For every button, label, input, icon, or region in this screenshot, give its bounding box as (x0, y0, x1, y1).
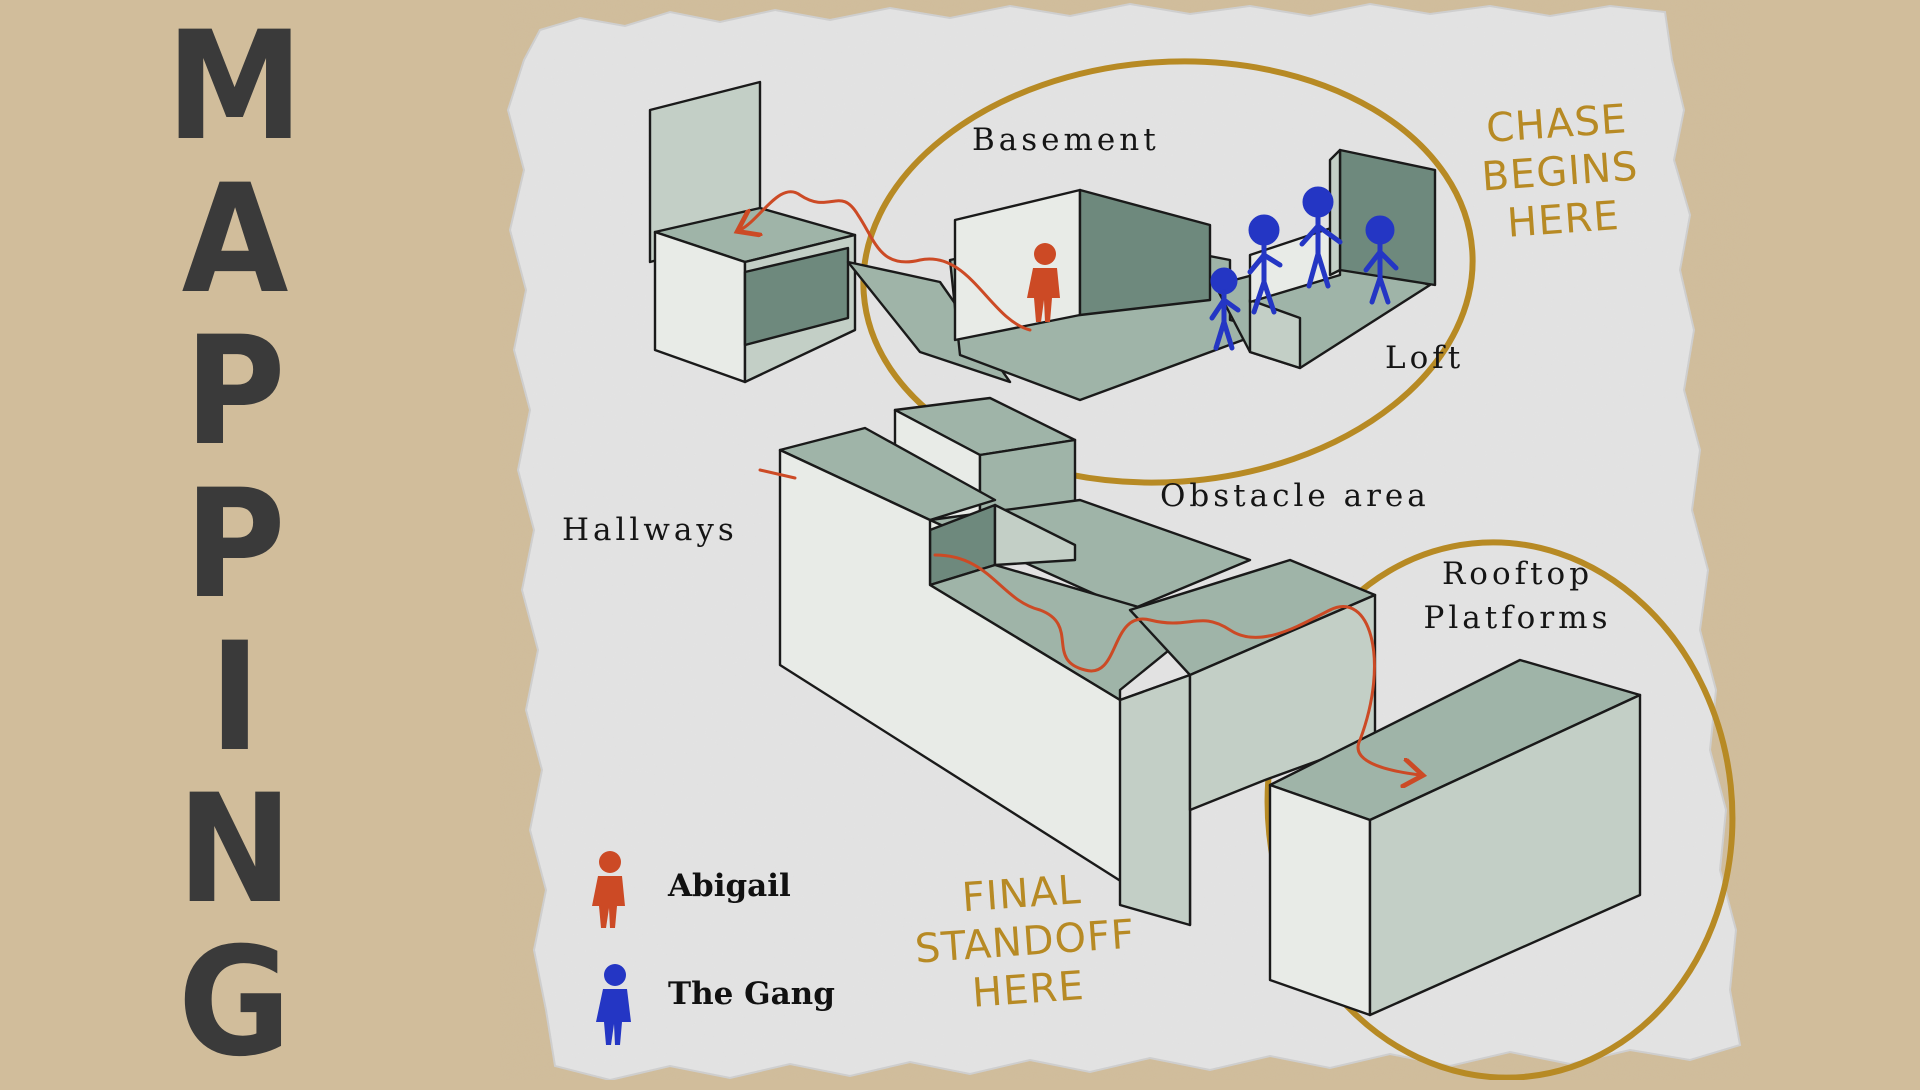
obstacle-area-label: Obstacle area (1160, 478, 1430, 514)
title-letter: P (184, 457, 286, 632)
legend-gang-icon (596, 964, 631, 1045)
basement-label: Basement (972, 122, 1160, 158)
final-standoff-annotation: FINAL STANDOFF HERE (900, 862, 1149, 1022)
gang-member-4 (1363, 215, 1399, 305)
rooftop-label-line2: Platforms (1423, 600, 1612, 636)
gang-figures (1209, 186, 1399, 351)
legend-abigail-icon (592, 851, 625, 928)
rooftop-platforms-label: Rooftop Platforms (1405, 552, 1630, 640)
title-letter: N (177, 763, 293, 938)
title-letter: P (184, 305, 286, 480)
legend-gang-label: The Gang (668, 976, 835, 1012)
title-letter: I (209, 610, 261, 785)
hallways-structure (778, 396, 1642, 1017)
loft-label: Loft (1385, 340, 1465, 376)
rooftop-label-line1: Rooftop (1441, 556, 1594, 592)
gang-member-3 (1299, 186, 1343, 289)
abigail-figure (1027, 243, 1060, 322)
gang-member-2 (1247, 214, 1283, 315)
hallways-label: Hallways (562, 512, 738, 548)
chase-path (740, 190, 1420, 775)
gang-member-1 (1209, 267, 1241, 351)
legend-abigail-label: Abigail (668, 868, 791, 904)
title-letter: M (166, 0, 304, 174)
title-letter: G (178, 915, 292, 1090)
chase-zone-circle (860, 58, 1476, 486)
chase-begins-annotation: CHASE BEGINS HERE (1435, 92, 1684, 252)
title-letter: A (181, 152, 289, 327)
